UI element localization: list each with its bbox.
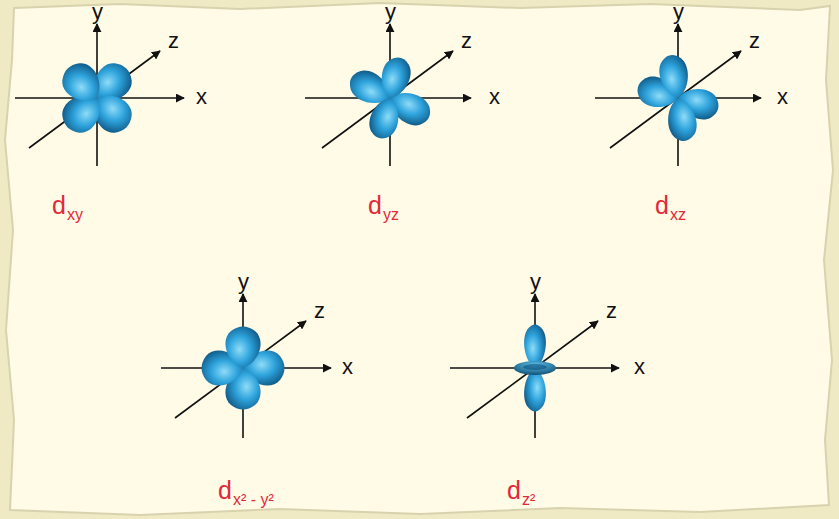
axis-label: y	[530, 271, 541, 293]
orbital-subscript: xz	[670, 207, 686, 223]
axis-label: z	[461, 30, 472, 52]
axis-label: z	[168, 30, 179, 52]
orbital-name: d	[507, 478, 521, 503]
axis-label: x	[196, 86, 207, 108]
axis-label: y	[238, 271, 249, 293]
orbital-name: d	[218, 478, 232, 503]
axis-label: y	[92, 1, 103, 23]
dx2y2-panel	[161, 294, 331, 438]
axis-label: x	[777, 86, 788, 108]
dxy-panel	[15, 24, 184, 166]
axis-label: z	[749, 30, 760, 52]
axis-label: z	[314, 300, 325, 322]
axis-label: z	[606, 300, 617, 322]
orbital-name: d	[52, 193, 66, 218]
orbital-subscript: yz	[383, 207, 399, 223]
orbital-subscript: xy	[67, 207, 83, 223]
axis-label: y	[673, 1, 684, 23]
axis-label: x	[342, 356, 353, 378]
dz2-panel	[450, 294, 619, 438]
orbital-subscript: z²	[522, 492, 535, 508]
orbital-name: d	[368, 193, 382, 218]
orbital-name: d	[655, 193, 669, 218]
axis-label: y	[385, 1, 396, 23]
dxz-panel	[595, 24, 761, 166]
axis-label: x	[634, 356, 645, 378]
dyz-panel	[305, 24, 471, 166]
orbital-subscript: x² - y²	[233, 492, 274, 508]
paper-card	[5, 3, 833, 515]
axis-label: x	[489, 86, 500, 108]
